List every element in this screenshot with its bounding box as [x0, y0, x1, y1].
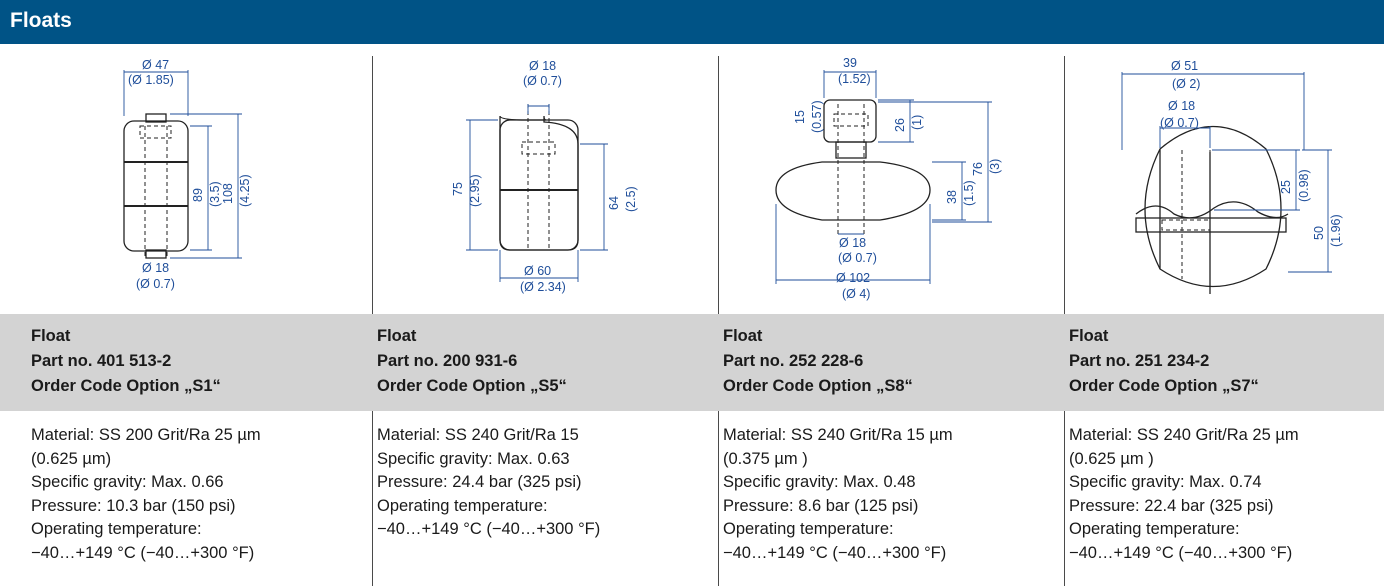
dim-diameter-top: Ø 18 — [529, 59, 556, 73]
spec-line: −40…+149 °C (−40…+300 °F) — [31, 543, 255, 562]
spec-line: Operating temperature: — [377, 496, 548, 515]
float-order-code: Order Code Option „S8“ — [723, 377, 913, 395]
dim-diameter-bottom: Ø 18 — [142, 261, 169, 275]
dim-height-total-in: (1.96) — [1329, 214, 1343, 247]
float-part-number: Part no. 251 234-2 — [1069, 352, 1210, 370]
dim-height-top: 15 — [793, 110, 807, 124]
dim-diameter-outer: Ø 51 — [1171, 59, 1198, 73]
float-card-s7: Ø 51 (Ø 2) Ø 18 (Ø 0.7) 25 (0.98) 50 (1.… — [1038, 44, 1384, 586]
float-title: Float — [377, 327, 417, 345]
float-title-band-s1: Float Part no. 401 513-2 Order Code Opti… — [0, 314, 346, 411]
spec-line: (0.375 µm ) — [723, 449, 808, 468]
dim-height-left-in: (2.95) — [468, 174, 482, 207]
spec-line: Operating temperature: — [31, 520, 202, 539]
spec-line: Specific gravity: Max. 0.63 — [377, 449, 570, 468]
float-specs-s7: Material: SS 240 Grit/Ra 25 µm (0.625 µm… — [1069, 424, 1379, 566]
float-specs-s1: Material: SS 200 Grit/Ra 25 µm (0.625 µm… — [31, 424, 341, 566]
dim-diameter-bottom: Ø 102 — [836, 271, 870, 285]
dim-height-half: 25 — [1279, 180, 1293, 194]
dim-height-mid: 26 — [893, 118, 907, 132]
spec-line: Pressure: 8.6 bar (125 psi) — [723, 496, 919, 515]
dim-diameter-bottom: Ø 60 — [524, 264, 551, 278]
dim-h2: 108 — [221, 183, 235, 204]
spec-line: Material: SS 240 Grit/Ra 15 µm — [723, 426, 953, 444]
float-order-code: Order Code Option „S5“ — [377, 377, 567, 395]
float-card-s1: Ø 47 (Ø 1.85) 89 (3.5) 108 (4.25) Ø 18 (… — [0, 44, 346, 586]
dim-height-top-in: (0.57) — [810, 100, 824, 133]
dim-diameter-inner-in: (Ø 0.7) — [838, 251, 877, 265]
float-order-code: Order Code Option „S1“ — [31, 377, 221, 395]
spec-line: Specific gravity: Max. 0.66 — [31, 473, 224, 492]
spec-line: Specific gravity: Max. 0.74 — [1069, 473, 1262, 492]
float-title: Float — [1069, 327, 1109, 345]
float-title: Float — [31, 327, 71, 345]
spec-line: Material: SS 240 Grit/Ra 15 — [377, 426, 579, 444]
float-drawing-s1: Ø 47 (Ø 1.85) 89 (3.5) 108 (4.25) Ø 18 (… — [0, 44, 346, 314]
dim-diameter-inner: Ø 18 — [1168, 99, 1195, 113]
float-part-number: Part no. 200 931-6 — [377, 352, 518, 370]
spec-line: Specific gravity: Max. 0.48 — [723, 473, 916, 492]
dim-diameter-bottom-in: (Ø 4) — [842, 287, 870, 301]
dim-diameter-bottom-in: (Ø 0.7) — [136, 277, 175, 291]
floats-grid: Ø 47 (Ø 1.85) 89 (3.5) 108 (4.25) Ø 18 (… — [0, 44, 1384, 586]
section-title: Floats — [10, 9, 72, 32]
dim-height-total-in: (3) — [988, 159, 1002, 174]
float-specs-s8: Material: SS 240 Grit/Ra 15 µm (0.375 µm… — [723, 424, 1033, 566]
float-part-number: Part no. 401 513-2 — [31, 352, 172, 370]
dim-width-top-in: (1.52) — [838, 72, 871, 86]
dim-width-top: 39 — [843, 56, 857, 70]
dim-height-half-in: (0.98) — [1297, 169, 1311, 202]
float-drawing-s7: Ø 51 (Ø 2) Ø 18 (Ø 0.7) 25 (0.98) 50 (1.… — [1038, 44, 1384, 314]
dim-height-right: 64 — [607, 196, 621, 210]
dim-h1: 89 — [191, 188, 205, 202]
dim-height-mid-in: (1) — [910, 115, 924, 130]
float-card-s5: Ø 18 (Ø 0.7) 75 (2.95) 64 (2.5) Ø 60 (Ø … — [346, 44, 692, 586]
float-title-band-s7: Float Part no. 251 234-2 Order Code Opti… — [1038, 314, 1384, 411]
spec-line: Material: SS 240 Grit/Ra 25 µm — [1069, 426, 1299, 444]
dim-diameter-inner-in: (Ø 0.7) — [1160, 116, 1199, 130]
dim-height-total: 76 — [971, 162, 985, 176]
dim-height-body-in: (1.5) — [962, 180, 976, 206]
spec-line: Pressure: 22.4 bar (325 psi) — [1069, 496, 1274, 515]
dim-diameter-outer-in: (Ø 2) — [1172, 77, 1200, 91]
spec-line: −40…+149 °C (−40…+300 °F) — [723, 543, 947, 562]
float-part-number: Part no. 252 228-6 — [723, 352, 864, 370]
spec-line: Operating temperature: — [1069, 520, 1240, 539]
spec-line: Pressure: 10.3 bar (150 psi) — [31, 496, 236, 515]
section-header: Floats — [0, 0, 1384, 44]
dim-diameter-top: Ø 47 — [142, 58, 169, 72]
float-drawing-s8: 39 (1.52) 15 (0.57) 26 (1) 38 (1.5) 76 (… — [692, 44, 1038, 314]
float-order-code: Order Code Option „S7“ — [1069, 377, 1259, 395]
dim-height-total: 50 — [1312, 226, 1326, 240]
float-specs-s5: Material: SS 240 Grit/Ra 15 Specific gra… — [377, 424, 687, 542]
float-drawing-s5: Ø 18 (Ø 0.7) 75 (2.95) 64 (2.5) Ø 60 (Ø … — [346, 44, 692, 314]
float-card-s8: 39 (1.52) 15 (0.57) 26 (1) 38 (1.5) 76 (… — [692, 44, 1038, 586]
dim-diameter-inner: Ø 18 — [839, 236, 866, 250]
float-title-band-s8: Float Part no. 252 228-6 Order Code Opti… — [692, 314, 1038, 411]
spec-line: −40…+149 °C (−40…+300 °F) — [1069, 543, 1293, 562]
spec-line: Pressure: 24.4 bar (325 psi) — [377, 473, 582, 492]
dim-height-left: 75 — [451, 182, 465, 196]
dim-diameter-bottom-in: (Ø 2.34) — [520, 280, 566, 294]
dim-diameter-top-in: (Ø 1.85) — [128, 73, 174, 87]
dim-height-body: 38 — [945, 190, 959, 204]
float-title-band-s5: Float Part no. 200 931-6 Order Code Opti… — [346, 314, 692, 411]
float-title: Float — [723, 327, 763, 345]
spec-line: −40…+149 °C (−40…+300 °F) — [377, 520, 601, 539]
dim-diameter-top-in: (Ø 0.7) — [523, 74, 562, 88]
dim-h2-in: (4.25) — [238, 174, 252, 207]
spec-line: (0.625 µm) — [31, 449, 112, 468]
spec-line: (0.625 µm ) — [1069, 449, 1154, 468]
spec-line: Material: SS 200 Grit/Ra 25 µm — [31, 426, 261, 444]
spec-line: Operating temperature: — [723, 520, 894, 539]
dim-h1-in: (3.5) — [208, 181, 222, 207]
dim-height-right-in: (2.5) — [624, 186, 638, 212]
